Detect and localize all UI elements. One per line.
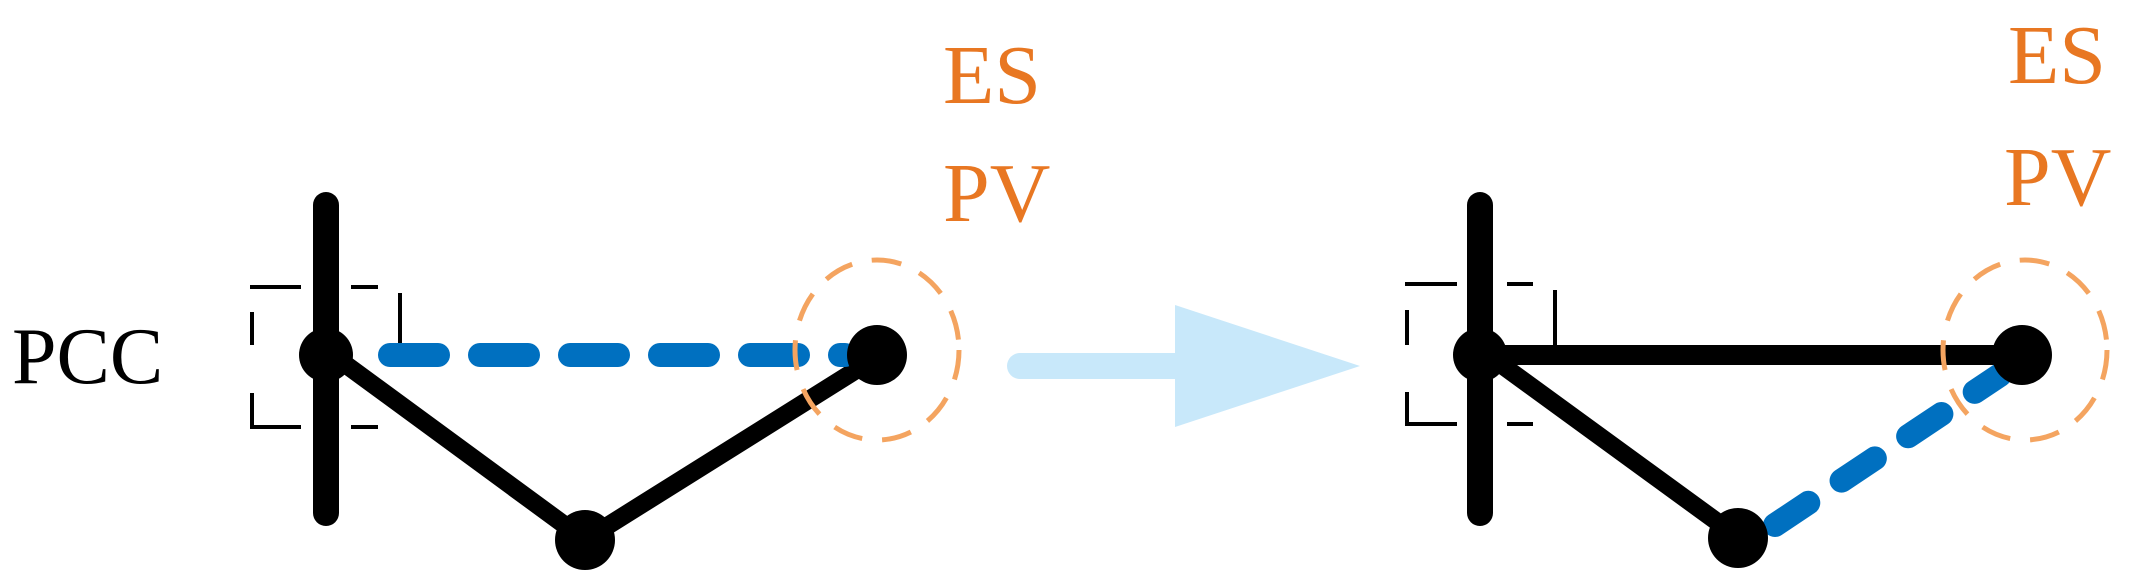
bottom-node-right bbox=[1708, 508, 1768, 568]
pcc-label: PCC bbox=[12, 313, 163, 401]
pv-label-left: PV bbox=[943, 147, 1050, 240]
bottom-node bbox=[555, 510, 615, 570]
line-bottom-node-to-source bbox=[576, 348, 886, 549]
source-ring-right bbox=[1940, 257, 2110, 443]
dashed-link-bottom-to-source bbox=[1763, 363, 2012, 537]
pv-label-right: PV bbox=[2004, 131, 2111, 224]
pcc-bracket-right bbox=[1405, 282, 1557, 426]
transition-arrow bbox=[1007, 305, 1360, 427]
pcc-node bbox=[299, 328, 353, 382]
right-network bbox=[1405, 192, 2110, 568]
source-node-right bbox=[1992, 325, 2052, 385]
line-pcc-to-bottom-node-right bbox=[1475, 343, 1747, 546]
source-node bbox=[847, 325, 907, 385]
line-pcc-to-bottom-node bbox=[321, 344, 594, 549]
es-label-right: ES bbox=[2008, 9, 2106, 102]
pcc-node-right bbox=[1453, 328, 1507, 382]
left-network bbox=[250, 192, 962, 570]
es-label-left: ES bbox=[943, 29, 1041, 122]
source-ring bbox=[792, 257, 962, 443]
pcc-bracket bbox=[250, 285, 402, 429]
